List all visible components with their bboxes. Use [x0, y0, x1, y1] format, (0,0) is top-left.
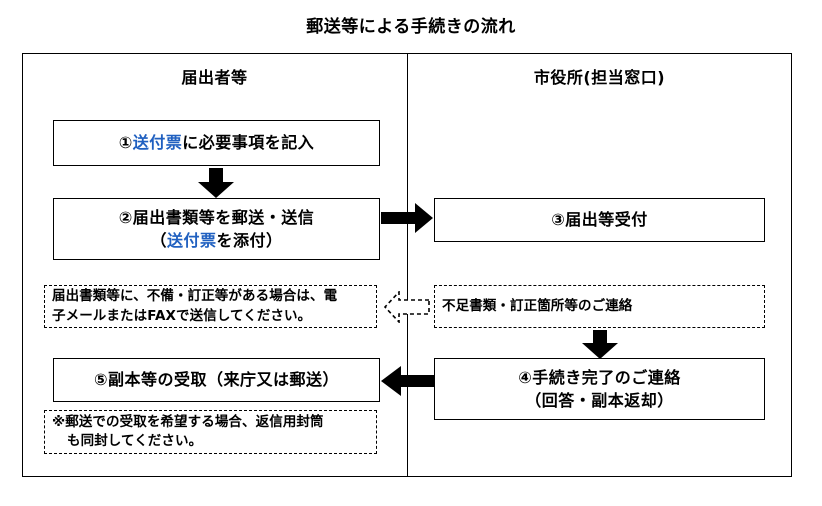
page-title: 郵送等による手続きの流れ [306, 17, 516, 37]
column-header-applicant: 届出者等 [181, 68, 248, 87]
step-4-label-line2: （回答・副本返却） [525, 391, 674, 410]
note-correction-line2: 子メールまたはFAXで送信してください。 [52, 307, 312, 324]
step-1-box[interactable]: ①送付票に必要事項を記入 [53, 120, 380, 166]
step-3-label: ③届出等受付 [551, 210, 648, 230]
note-return-envelope-line2: も同封してください。 [67, 433, 203, 449]
step-1-rest: に必要事項を記入 [182, 133, 315, 153]
step-2-highlight: 送付票 [166, 231, 217, 250]
arrow-step1-to-step2-icon [196, 168, 236, 198]
step-1-label: ①送付票に必要事項を記入 [119, 131, 315, 154]
note-shortage-box: 不足書類・訂正箇所等のご連絡 [434, 285, 765, 328]
step-3-box[interactable]: ③届出等受付 [434, 198, 765, 242]
step-2-paren-open: （ [150, 231, 167, 250]
step-5-box[interactable]: ⑤副本等の受取（来庁又は郵送） [53, 358, 380, 402]
step-4-label-line1: ④手続き完了のご連絡 [518, 367, 681, 387]
step-1-highlight: 送付票 [132, 133, 183, 153]
step-4-box[interactable]: ④手続き完了のご連絡 （回答・副本返却） [434, 358, 765, 420]
note-return-envelope-line1: ※郵送での受取を希望する場合、返信用封筒 [52, 413, 324, 430]
step-2-box[interactable]: ②届出書類等を郵送・送信 （送付票を添付） [53, 198, 380, 260]
step-2-line2-rest: を添付） [216, 231, 283, 250]
step-5-label: ⑤副本等の受取（来庁又は郵送） [93, 370, 340, 390]
column-divider [407, 53, 408, 477]
note-correction-box: 届出書類等に、不備・訂正等がある場合は、電 子メールまたはFAXで送信してくださ… [44, 285, 377, 328]
note-correction-line1: 届出書類等に、不備・訂正等がある場合は、電 [52, 288, 338, 305]
arrow-shortage-to-correction-icon [383, 291, 431, 323]
arrow-step2-to-step3-icon [381, 203, 433, 233]
column-header-cityhall: 市役所(担当窓口) [533, 68, 666, 87]
note-return-envelope-box: ※郵送での受取を希望する場合、返信用封筒 も同封してください。 [44, 410, 377, 454]
step-1-number: ① [118, 133, 133, 153]
arrow-shortage-to-step4-icon [580, 330, 620, 359]
step-2-label-line2: （送付票を添付） [150, 229, 282, 252]
step-2-label-line1: ②届出書類等を郵送・送信 [118, 207, 315, 227]
note-shortage-label: 不足書類・訂正箇所等のご連絡 [442, 297, 633, 314]
arrow-step4-to-step5-icon [381, 366, 436, 396]
